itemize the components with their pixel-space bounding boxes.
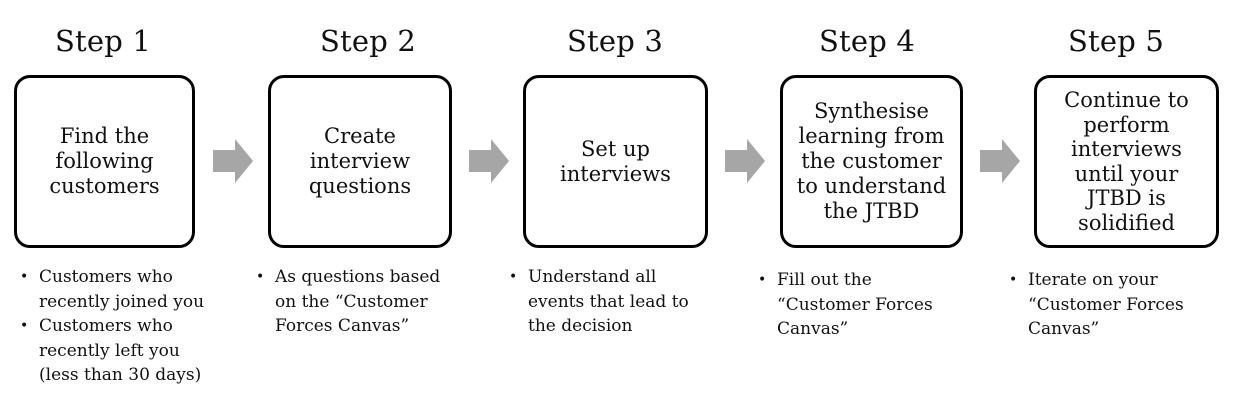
step-5-bullet-1: Iterate on your “Customer Forces Canvas” — [1001, 268, 1236, 342]
step-3-title: Step 3 — [566, 24, 664, 58]
step-2-bullet-1: As questions based on the “Customer Forc… — [248, 265, 488, 339]
step-1-box: Find the following customers — [14, 75, 195, 248]
step-1-title: Step 1 — [54, 24, 152, 58]
step-2-box: Create interview questions — [268, 75, 452, 248]
step-5-box: Continue to perform interviews until you… — [1034, 75, 1219, 248]
step-1-bullet-2: Customers who recently left you (less th… — [12, 314, 242, 388]
step-3-bullet-1: Understand all events that lead to the d… — [501, 265, 741, 339]
step-2-bullets: As questions based on the “Customer Forc… — [248, 265, 488, 339]
right-arrow-icon — [725, 139, 765, 183]
step-1-bullets: Customers who recently joined you Custom… — [12, 265, 242, 388]
step-4-bullets: Fill out the “Customer Forces Canvas” — [750, 268, 990, 342]
step-4-box: Synthesise learning from the customer to… — [780, 75, 963, 248]
step-4-bullet-1: Fill out the “Customer Forces Canvas” — [750, 268, 990, 342]
right-arrow-icon — [213, 139, 253, 183]
step-4-title: Step 4 — [818, 24, 916, 58]
step-3-bullets: Understand all events that lead to the d… — [501, 265, 741, 339]
step-1-bullet-1: Customers who recently joined you — [12, 265, 242, 314]
step-3-box: Set up interviews — [523, 75, 708, 248]
step-5-title: Step 5 — [1067, 24, 1165, 58]
right-arrow-icon — [469, 139, 509, 183]
step-5-bullets: Iterate on your “Customer Forces Canvas” — [1001, 268, 1236, 342]
right-arrow-icon — [980, 139, 1020, 183]
step-2-title: Step 2 — [319, 24, 417, 58]
